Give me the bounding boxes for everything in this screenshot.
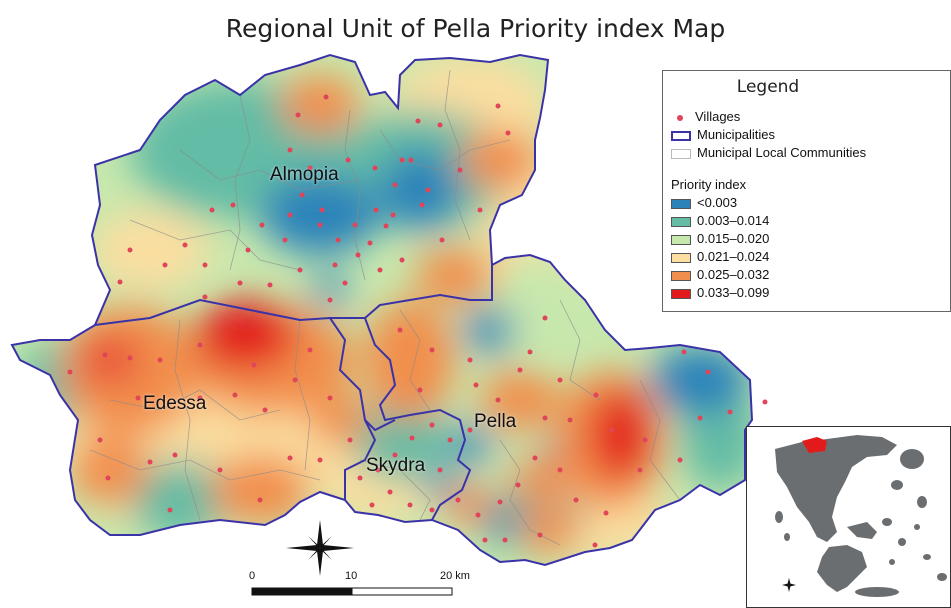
legend-class-label: 0.015–0.020 bbox=[697, 231, 770, 246]
legend-villages-label: Villages bbox=[695, 109, 741, 124]
label-edessa: Edessa bbox=[143, 393, 207, 414]
legend-class-3: 0.021–0.024 bbox=[671, 249, 769, 264]
legend-class-5: 0.033–0.099 bbox=[671, 285, 769, 300]
legend-villages: Villages bbox=[671, 109, 740, 124]
scale-bar bbox=[251, 587, 453, 596]
legend-class-0: <0.003 bbox=[671, 195, 737, 210]
north-arrow bbox=[286, 520, 354, 576]
scale-label-20: 20 km bbox=[440, 570, 470, 582]
legend-class-swatch bbox=[671, 216, 691, 227]
scale-label-10: 10 bbox=[345, 570, 358, 582]
legend-class-swatch bbox=[671, 198, 691, 209]
municipality-borders bbox=[10, 53, 754, 567]
pella-highlight bbox=[802, 437, 827, 453]
legend-class-label: 0.003–0.014 bbox=[697, 213, 770, 228]
legend-class-swatch bbox=[671, 288, 691, 299]
legend-title: Legend bbox=[736, 77, 800, 97]
village-points bbox=[67, 94, 768, 548]
legend-class-label: 0.033–0.099 bbox=[697, 285, 770, 300]
village-dot-icon bbox=[677, 114, 683, 121]
inset-north-arrow bbox=[782, 578, 796, 592]
legend-municipalities-label: Municipalities bbox=[697, 127, 776, 142]
legend-local-communities-label: Municipal Local Communities bbox=[697, 145, 867, 160]
map-title: Regional Unit of Pella Priority index Ma… bbox=[225, 14, 726, 43]
legend-panel: Legend Villages Municipalities Municipal… bbox=[662, 70, 951, 312]
legend-class-swatch bbox=[671, 252, 691, 263]
label-pella: Pella bbox=[474, 411, 517, 432]
legend-class-label: <0.003 bbox=[697, 195, 738, 210]
inset-locator-map bbox=[746, 426, 951, 608]
municipality-outline-icon bbox=[671, 130, 691, 141]
legend-class-4: 0.025–0.032 bbox=[671, 267, 769, 282]
legend-class-swatch bbox=[671, 270, 691, 281]
scale-label-0: 0 bbox=[249, 570, 256, 582]
community-outline-icon bbox=[671, 148, 691, 159]
legend-class-label: 0.025–0.032 bbox=[697, 267, 770, 282]
priority-surface bbox=[12, 55, 752, 565]
legend-local-communities: Municipal Local Communities bbox=[671, 145, 866, 160]
legend-municipalities: Municipalities bbox=[671, 127, 775, 142]
label-skydra: Skydra bbox=[366, 455, 426, 476]
legend-class-2: 0.015–0.020 bbox=[671, 231, 769, 246]
legend-priority-label: Priority index bbox=[671, 177, 747, 192]
label-almopia: Almopia bbox=[270, 164, 339, 185]
legend-class-1: 0.003–0.014 bbox=[671, 213, 769, 228]
legend-class-swatch bbox=[671, 234, 691, 245]
greece-inset bbox=[775, 435, 947, 597]
legend-class-label: 0.021–0.024 bbox=[697, 249, 770, 264]
